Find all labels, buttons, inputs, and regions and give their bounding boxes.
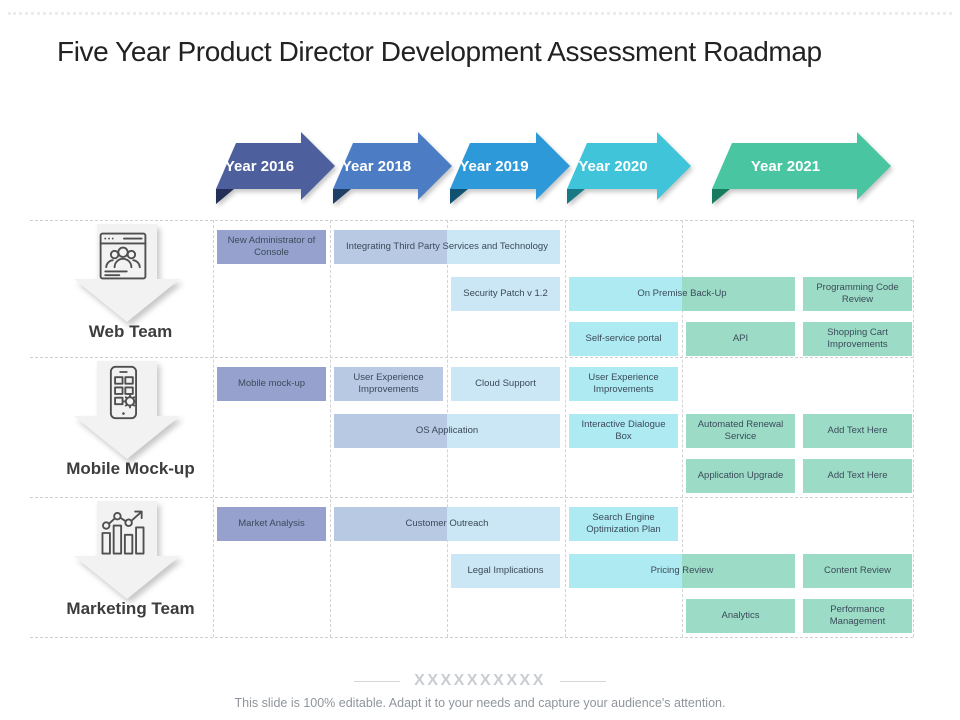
down-arrow-shape (74, 501, 180, 599)
task-box: Content Review (803, 554, 912, 588)
grid-vline (913, 220, 914, 637)
task-box: New Administrator of Console (217, 230, 326, 264)
task-box: Customer Outreach (334, 507, 560, 541)
task-box: Performance Management (803, 599, 912, 633)
grid-hline (30, 637, 913, 638)
task-box: Add Text Here (803, 459, 912, 493)
web-browser-team-icon (99, 232, 147, 280)
grid-vline (565, 220, 566, 637)
grid-vline (330, 220, 331, 637)
team-row-web-team: Web Team (48, 220, 213, 357)
timeline-year-arrows: Year 2016 Year 2018 Year 2019 Year 2020 Year… (0, 130, 960, 214)
brand-rule-right (559, 680, 606, 682)
team-label: Web Team (88, 322, 173, 341)
brand-rule-left (354, 680, 401, 682)
grid-vline (213, 220, 214, 637)
year-arrow-label: Year 2021 (751, 158, 820, 175)
year-arrow-label: Year 2019 (459, 158, 528, 175)
team-label: Mobile Mock-up (66, 459, 195, 478)
team-label: Marketing Team (66, 599, 195, 618)
grid-hline (30, 220, 913, 221)
task-box: Automated Renewal Service (686, 414, 795, 448)
task-box: OS Application (334, 414, 560, 448)
brand-placeholder-text: XXXXXXXXXX (414, 672, 546, 689)
year-arrow-year-2016: Year 2016 (216, 132, 335, 204)
year-arrow-year-2020: Year 2020 (567, 132, 691, 204)
top-dotted-divider (8, 12, 952, 15)
grid-hline (30, 357, 913, 358)
task-box: Security Patch v 1.2 (451, 277, 560, 311)
task-box: Cloud Support (451, 367, 560, 401)
team-row-mobile-mockup: Mobile Mock-up (48, 357, 213, 494)
bar-chart-trend-icon (101, 510, 145, 555)
brand-placeholder: XXXXXXXXXX (0, 672, 960, 690)
task-box: User Experience Improvements (334, 367, 443, 401)
task-box: Programming Code Review (803, 277, 912, 311)
task-box: Self-service portal (569, 322, 678, 356)
task-box: Mobile mock-up (217, 367, 326, 401)
year-arrow-year-2021: Year 2021 (712, 132, 891, 204)
year-arrow-year-2018: Year 2018 (333, 132, 452, 204)
editable-note: This slide is 100% editable. Adapt it to… (234, 696, 726, 710)
year-arrow-label: Year 2016 (225, 158, 294, 175)
task-box: API (686, 322, 795, 356)
year-arrow-year-2019: Year 2019 (450, 132, 570, 204)
grid-hline (30, 497, 913, 498)
slide-title: Five Year Product Director Development A… (57, 36, 822, 67)
task-box: Add Text Here (803, 414, 912, 448)
mobile-phone-gear-icon (109, 365, 137, 420)
grid-vline (682, 220, 683, 637)
task-box: Pricing Review (569, 554, 795, 588)
down-arrow-shape (74, 361, 180, 459)
task-box: On Premise Back-Up (569, 277, 795, 311)
year-arrow-label: Year 2018 (342, 158, 411, 175)
year-arrow-label: Year 2020 (578, 158, 647, 175)
task-box: User Experience Improvements (569, 367, 678, 401)
team-row-marketing-team: Marketing Team (48, 497, 213, 634)
task-box: Search Engine Optimization Plan (569, 507, 678, 541)
task-box: Integrating Third Party Services and Tec… (334, 230, 560, 264)
task-box: Market Analysis (217, 507, 326, 541)
task-box: Legal Implications (451, 554, 560, 588)
task-box: Application Upgrade (686, 459, 795, 493)
task-box: Interactive Dialogue Box (569, 414, 678, 448)
task-box: Analytics (686, 599, 795, 633)
task-box: Shopping Cart Improvements (803, 322, 912, 356)
